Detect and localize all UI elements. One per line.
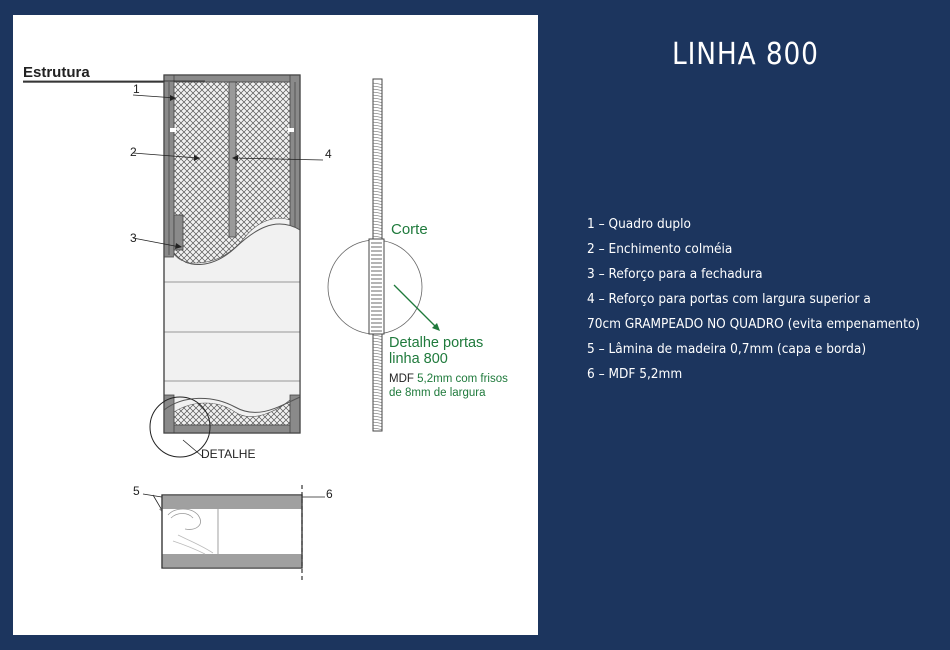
mdf-prefix: MDF <box>389 373 414 385</box>
legend-item: 2 – Enchimento colméia <box>587 241 733 257</box>
callout-2: 2 <box>130 145 137 159</box>
legend-item: 4 – Reforço para portas com largura supe… <box>587 291 871 307</box>
mdf-spec-line1: 5,2mm com frisos <box>417 373 508 385</box>
legend-item: 5 – Lâmina de madeira 0,7mm (capa e bord… <box>587 341 867 357</box>
legend-list: 1 – Quadro duplo 2 – Enchimento colméia … <box>587 212 938 387</box>
door-structure-drawing <box>23 74 440 580</box>
callout-4: 4 <box>325 147 332 161</box>
detail-circle <box>149 396 211 458</box>
detail-title-line2: linha 800 <box>389 351 448 367</box>
legend-item: 1 – Quadro duplo <box>587 216 691 232</box>
detail-title: Detalhe portas linha 800 <box>389 335 483 367</box>
detail-description: MDF 5,2mm com frisos de 8mm de largura <box>389 372 508 400</box>
callout-3: 3 <box>130 231 137 245</box>
callout-leaders <box>23 80 325 513</box>
detail-title-line1: Detalhe portas <box>389 335 484 351</box>
legend-item: 70cm GRAMPEADO NO QUADRO (evita empename… <box>587 316 921 332</box>
diagram-panel: Estrutura 1 2 4 3 5 6 Corte Detalhe port… <box>13 15 538 635</box>
door-elevation <box>163 74 301 434</box>
callout-6: 6 <box>326 487 333 501</box>
callout-1: 1 <box>133 82 140 96</box>
edge-detail <box>161 485 303 580</box>
mdf-spec-line2: de 8mm de largura <box>389 387 486 399</box>
section-cut <box>327 78 440 432</box>
legend-item: 3 – Reforço para a fechadura <box>587 266 763 282</box>
callout-5: 5 <box>133 484 140 498</box>
page-title: LINHA 800 <box>672 37 819 72</box>
corte-label: Corte <box>391 221 428 238</box>
detalhe-label: DETALHE <box>201 447 256 461</box>
diagram-heading: Estrutura <box>23 64 90 81</box>
legend-item: 6 – MDF 5,2mm <box>587 366 683 382</box>
